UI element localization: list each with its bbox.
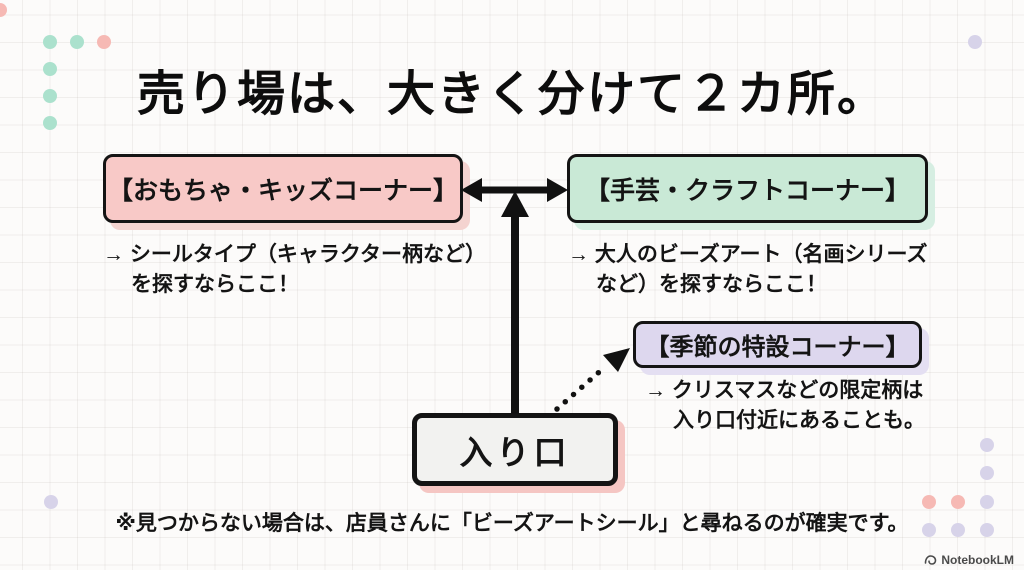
decorative-dot [44,495,58,509]
entrance-box: 入り口 [412,413,618,486]
decorative-dot [0,3,7,17]
entrance-label: 入り口 [459,433,571,471]
craft-corner-box: 【手芸・クラフトコーナー】 [567,154,928,223]
decorative-dot [951,495,965,509]
decorative-dot [951,523,965,537]
decorative-dot [980,523,994,537]
entrance-up-arrow [501,191,529,414]
decorative-dot [980,438,994,452]
seasonal-corner-box: 【季節の特設コーナー】 [633,321,922,368]
notebooklm-icon [925,554,937,565]
seasonal-note-line1: → クリスマスなどの限定柄は [645,379,924,402]
toys-corner-note: → シールタイプ（キャラクター柄など） を探すならここ！ [103,240,486,301]
craft-note-line2: など）を探すならここ！ [596,273,827,297]
decorative-dot [97,35,111,49]
seasonal-corner-label: 【季節の特設コーナー】 [645,334,910,361]
seasonal-corner-note: → クリスマスなどの限定柄は 入り口付近にあることも。 [645,376,925,437]
craft-corner-note: → 大人のビーズアート（名画シリーズ など）を探すならここ！ [568,240,927,301]
toys-note-line1: → シールタイプ（キャラクター柄など） [103,243,486,266]
decorative-dot [922,495,936,509]
decorative-dot [968,35,982,49]
notebooklm-logo: NotebookLM [924,553,1014,567]
decorative-dot [43,35,57,49]
decorative-dot [980,495,994,509]
decorative-dot [43,116,57,130]
toys-kids-corner-box: 【おもちゃ・キッズコーナー】 [103,154,463,223]
double-headed-arrow [461,178,568,202]
footnote: ※見つからない場合は、店員さんに「ビーズアートシール」と尋ねるのが確実です。 [115,512,909,535]
notebooklm-logo-text: NotebookLM [941,553,1014,567]
seasonal-note-line2: 入り口付近にあることも。 [673,409,925,433]
craft-note-line1: → 大人のビーズアート（名画シリーズ [568,243,928,266]
decorative-dot [43,89,57,103]
toys-note-line2: を探すならここ！ [131,273,299,297]
toys-kids-corner-label: 【おもちゃ・キッズコーナー】 [107,176,458,205]
decorative-dot [43,62,57,76]
decorative-dot [980,466,994,480]
craft-corner-label: 【手芸・クラフトコーナー】 [584,176,910,205]
decorative-dot [922,523,936,537]
slide-title: 売り場は、大きく分けて２カ所。 [136,68,887,121]
seasonal-dotted-arrow [554,348,630,412]
decorative-dot [70,35,84,49]
